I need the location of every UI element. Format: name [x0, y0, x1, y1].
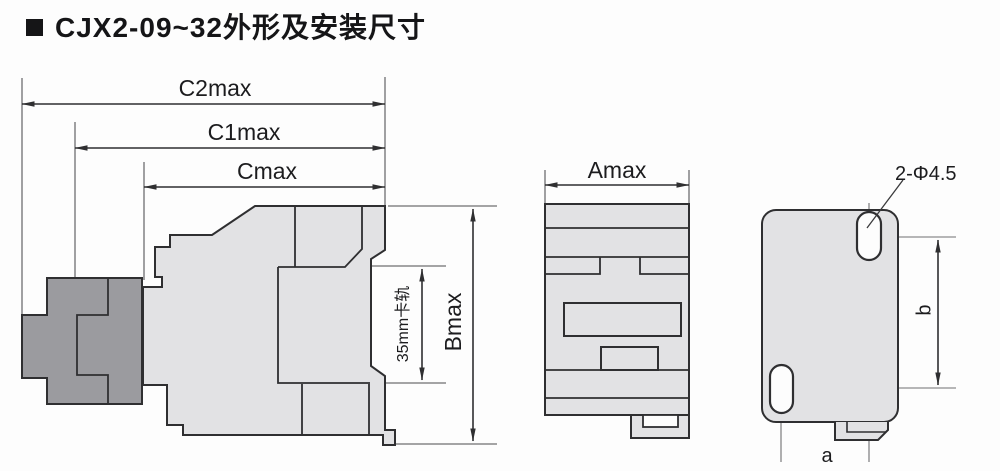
din-rail-label: 35mm卡轨: [394, 286, 412, 362]
hole-callout-label: 2-Φ4.5: [895, 163, 957, 185]
terminal-block-right: [639, 257, 689, 275]
section-title-text: CJX2-09~32外形及安装尺寸: [55, 12, 427, 43]
mounting-clip-tab: [834, 422, 889, 441]
cmax-label: Cmax: [237, 158, 298, 184]
b-dimension-label: b: [913, 304, 935, 315]
bmax-label: Bmax: [440, 292, 466, 351]
front-body-seams: [545, 227, 689, 399]
mounting-plate-outline: [761, 209, 899, 423]
auxiliary-block-seams: [76, 278, 109, 404]
nameplate-area: [563, 302, 682, 337]
c1max-label: C1max: [208, 119, 281, 145]
mounting-slot-top: [855, 210, 883, 262]
square-bullet-icon: [26, 19, 43, 36]
front-center-recess: [600, 346, 659, 371]
side-view: C2max C1max Cmax 35mm卡轨 Bmax: [21, 75, 497, 446]
a-dimension-label: a: [821, 445, 833, 467]
body-seam: [277, 267, 370, 384]
amax-label: Amax: [588, 157, 647, 183]
auxiliary-block-seam: [76, 278, 109, 404]
terminal-block-left: [545, 257, 601, 275]
contactor-body-seams: [277, 207, 370, 435]
mounting-slot-bottom: [768, 363, 795, 415]
mounting-view: 2-Φ4.5 b a: [761, 163, 957, 467]
contactor-body-outline: [142, 205, 396, 446]
front-view: Amax: [544, 157, 690, 439]
body-seam: [278, 207, 363, 268]
hole-callout-leader-line: [866, 179, 904, 229]
mounting-clip-tab-seam: [846, 422, 886, 433]
front-bottom-tab-notch: [642, 414, 679, 428]
side-view-dimension-lines: [21, 101, 476, 442]
auxiliary-block-outline: [21, 277, 143, 405]
section-title: CJX2-09~32外形及安装尺寸: [26, 6, 426, 46]
c2max-label: C2max: [179, 75, 252, 101]
